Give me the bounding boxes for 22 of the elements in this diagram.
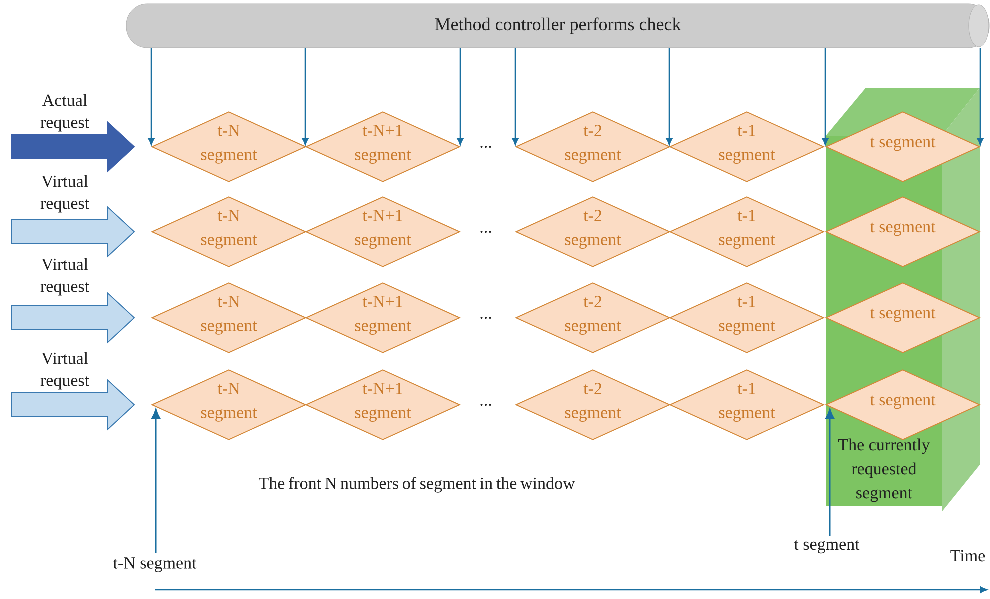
arrow	[822, 48, 829, 146]
edge-label: Virtual request	[40, 352, 90, 390]
segment-label: t-N segment	[113, 558, 197, 572]
ellipsis: ...	[480, 146, 492, 148]
arrow	[666, 48, 673, 146]
ellipsis: ...	[480, 230, 492, 233]
leader-arrow	[826, 408, 835, 536]
arrow	[977, 48, 984, 146]
edge-label: Virtual request	[40, 175, 90, 213]
axis-label: Time	[950, 550, 986, 562]
ellipsis: ...	[480, 404, 492, 406]
arrow	[302, 48, 309, 146]
arrow	[457, 48, 464, 146]
leader-arrow	[152, 408, 161, 554]
controller-cylinder: Method controller performs check	[126, 4, 990, 48]
caption-text: The front N numbers of segment in the window	[259, 477, 576, 493]
edge-label: Actual request	[40, 94, 90, 132]
arrow	[148, 48, 155, 146]
arrow	[512, 48, 519, 146]
ellipsis: ...	[480, 316, 492, 319]
segment-label: t segment	[794, 540, 860, 554]
edge-label: Virtual request	[40, 258, 90, 296]
